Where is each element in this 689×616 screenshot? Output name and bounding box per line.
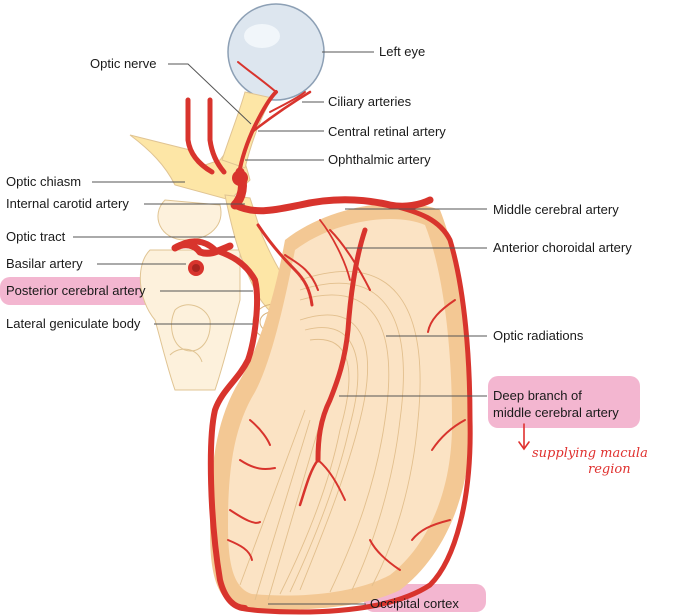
label-middle-cerebral-artery: Middle cerebral artery <box>493 202 619 218</box>
label-internal-carotid-artery: Internal carotid artery <box>6 196 129 212</box>
label-ciliary-arteries: Ciliary arteries <box>328 94 411 110</box>
label-optic-chiasm: Optic chiasm <box>6 174 81 190</box>
label-optic-nerve: Optic nerve <box>90 56 156 72</box>
label-lateral-geniculate-body: Lateral geniculate body <box>6 316 140 332</box>
label-central-retinal-artery: Central retinal artery <box>328 124 446 140</box>
label-optic-tract: Optic tract <box>6 229 65 245</box>
label-optic-radiations: Optic radiations <box>493 328 583 344</box>
label-occipital-cortex: Occipital cortex <box>370 596 459 612</box>
annotation-line2: region <box>588 462 631 478</box>
annotation-arrow <box>519 424 529 449</box>
eye <box>228 4 324 100</box>
label-left-eye: Left eye <box>379 44 425 60</box>
label-deep-branch-line2: middle cerebral artery <box>493 405 619 421</box>
label-anterior-choroidal-artery: Anterior choroidal artery <box>493 240 632 256</box>
annotation-line1: supplying macula <box>532 446 648 462</box>
label-basilar-artery: Basilar artery <box>6 256 83 272</box>
label-posterior-cerebral-artery: Posterior cerebral artery <box>6 283 145 299</box>
label-ophthalmic-artery: Ophthalmic artery <box>328 152 431 168</box>
label-deep-branch-line1: Deep branch of <box>493 388 582 404</box>
